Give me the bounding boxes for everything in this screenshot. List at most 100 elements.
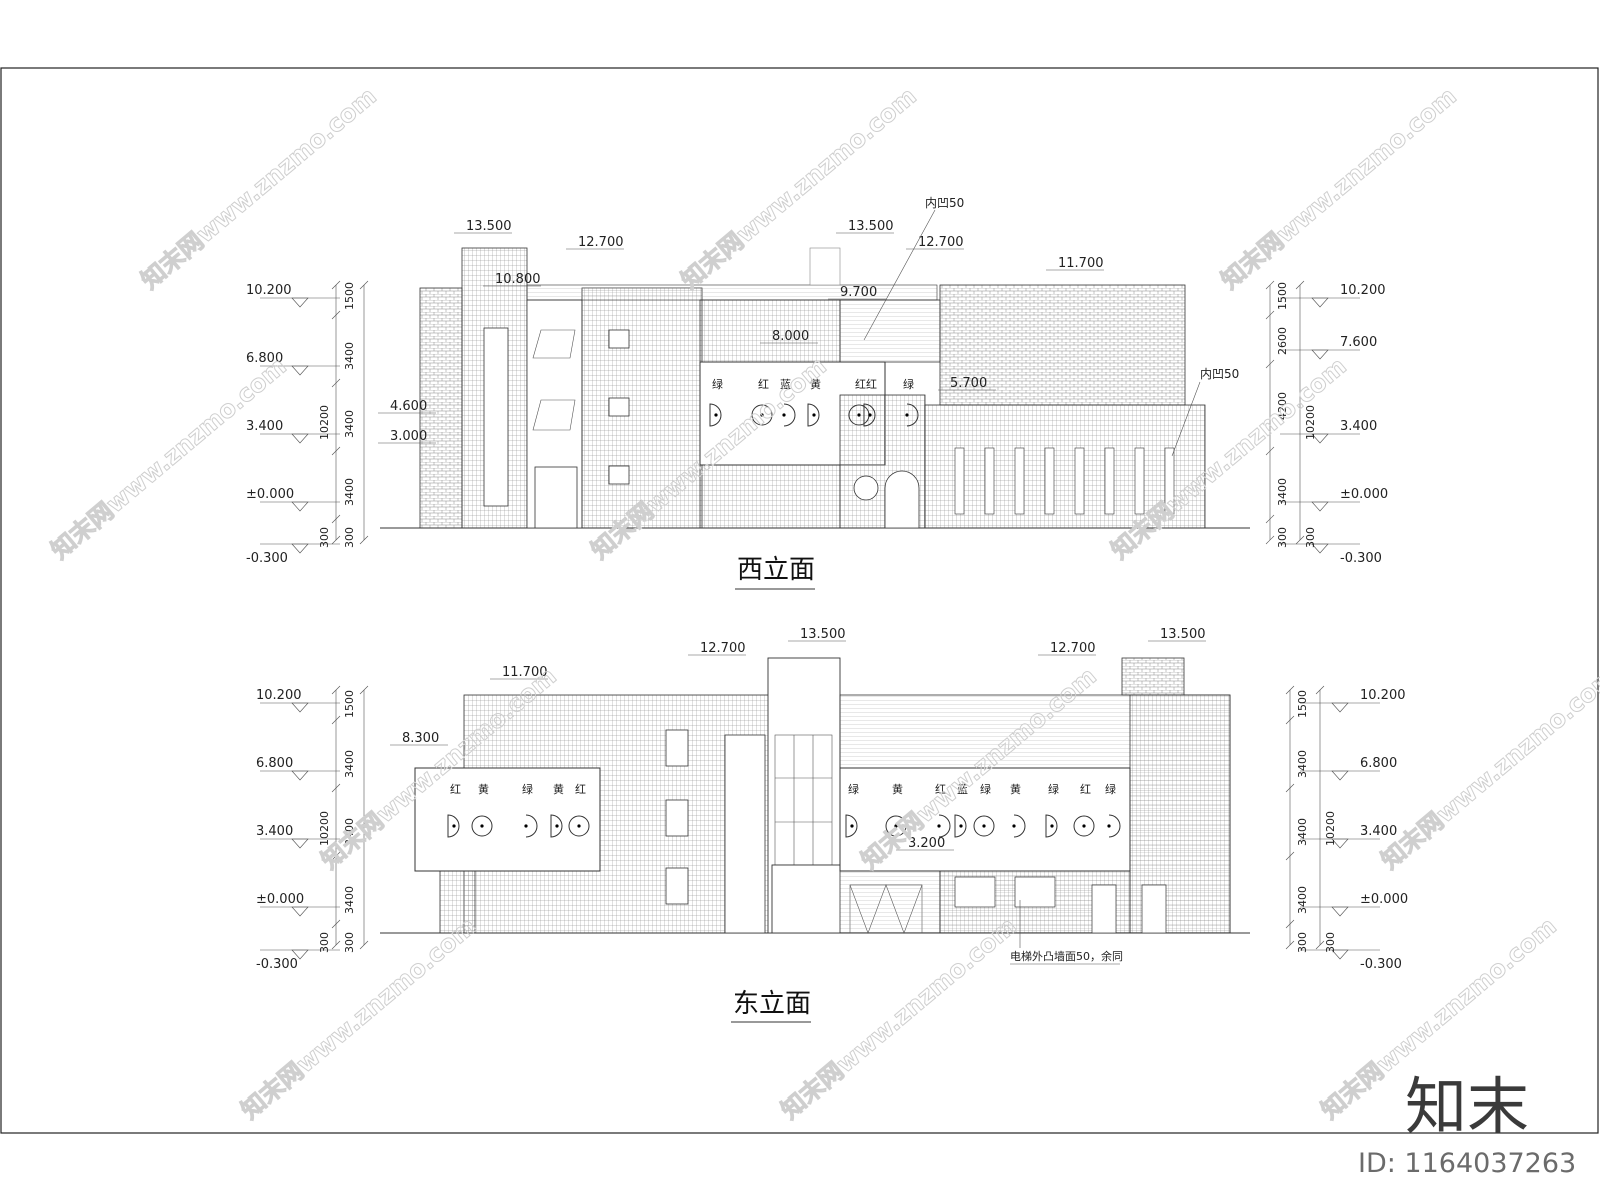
chimney-block (1121, 657, 1185, 696)
level-triangle (1311, 543, 1329, 554)
feature-dot (850, 824, 854, 828)
dimension-tick (359, 280, 369, 290)
level-triangle (291, 838, 309, 849)
dimension-tick (359, 685, 369, 695)
dimension-label: 300 (343, 527, 356, 548)
dimension-label: 300 (318, 527, 331, 548)
feature-dot (894, 824, 898, 828)
watermark-text: 知末网www.znzmo.com (46, 352, 292, 565)
dimension-tick (331, 446, 341, 456)
feature-window (471, 815, 493, 837)
dimension-label: 1500 (343, 690, 356, 718)
dimension-total: 10200 (318, 811, 331, 846)
arched-door (884, 470, 920, 529)
elevator-note: 电梯外凸墙面50，余同 (1010, 949, 1123, 963)
feature-dot (982, 824, 986, 828)
lower-windows-east (954, 876, 1167, 934)
dimension-tick (331, 715, 341, 725)
dimension-label: 1500 (1296, 690, 1309, 718)
level-triangle (291, 949, 309, 960)
elevation-mark: 8.300 (402, 731, 439, 746)
dimension-tick (331, 919, 341, 929)
feature-dot (480, 824, 484, 828)
brand-logo: 知末 (1405, 1070, 1529, 1143)
elevation-mark: 11.700 (502, 665, 548, 680)
west-elevation (380, 247, 1250, 529)
dimension-tick (331, 280, 341, 290)
level-label: 3.400 (246, 419, 283, 434)
level-label: 3.400 (1340, 419, 1377, 434)
dimension-label: 300 (1296, 932, 1309, 953)
elevation-mark: 12.700 (700, 641, 746, 656)
image-id-label: ID: 1164037263 (1358, 1148, 1576, 1179)
dimension-total: 10200 (1324, 811, 1337, 846)
dimension-label: 300 (1276, 527, 1289, 548)
color-label: 黄 (478, 782, 489, 796)
feature-dot (857, 413, 861, 417)
feature-window (447, 814, 460, 838)
balcony-rail-2 (532, 399, 576, 431)
dimension-tick (1285, 685, 1295, 695)
colonnade-west (924, 404, 1206, 529)
dimension-tick (331, 851, 341, 861)
note-leader (863, 209, 936, 341)
dimension-label: 3400 (343, 478, 356, 506)
feature-dot (1082, 824, 1086, 828)
upper-block-west (839, 299, 941, 363)
dimension-label: 300 (318, 932, 331, 953)
drawing-frame (0, 67, 1599, 1134)
dimension-tick (331, 310, 341, 320)
watermark-text: 知末网www.znzmo.com (676, 82, 922, 295)
feature-dot (905, 413, 909, 417)
watermark-text: 知末网www.znzmo.com (1376, 662, 1600, 875)
dimension-label: 3400 (343, 818, 356, 846)
level-triangle (1331, 949, 1349, 960)
small-windows-west (608, 329, 630, 485)
color-label: 黄 (892, 782, 903, 796)
color-label: 绿 (712, 377, 723, 391)
feature-window (568, 815, 590, 837)
color-label: 蓝 (780, 378, 791, 391)
east-elevation-title: 东立面 (733, 989, 811, 1019)
dimension-tick (1265, 280, 1275, 290)
level-label: ±0.000 (256, 892, 304, 907)
feature-dot (577, 824, 581, 828)
elevation-mark: 12.700 (918, 235, 964, 250)
watermark-text: 知末网www.znzmo.com (136, 82, 382, 295)
note-label: 内凹50 (1200, 367, 1239, 381)
level-label: 7.600 (1340, 335, 1377, 350)
feature-window (1013, 814, 1026, 838)
level-label: 3.400 (256, 824, 293, 839)
small-windows-east (665, 729, 689, 905)
dimension-tick (1285, 940, 1295, 950)
color-label: 黄 (553, 782, 564, 796)
level-triangle (291, 770, 309, 781)
level-label: 6.800 (1360, 756, 1397, 771)
elevation-mark: 13.500 (466, 219, 512, 234)
feature-dot (760, 413, 764, 417)
feature-dot (1107, 824, 1111, 828)
level-triangle (291, 433, 309, 444)
feature-window (1073, 815, 1095, 837)
round-window-west (853, 475, 879, 501)
dimension-tick (1265, 310, 1275, 320)
level-label: 10.200 (256, 688, 302, 703)
feature-window (525, 814, 538, 838)
level-label: 3.400 (1360, 824, 1397, 839)
note-leader (1171, 381, 1201, 457)
feature-window (783, 403, 796, 427)
color-label: 红 (866, 378, 877, 391)
feature-window (845, 814, 858, 838)
dimension-tick (331, 940, 341, 950)
color-label: 黄 (1010, 782, 1021, 796)
elevation-mark: 12.700 (578, 235, 624, 250)
level-triangle (291, 543, 309, 554)
dimension-tick (1295, 280, 1305, 290)
level-label: 6.800 (246, 351, 283, 366)
elevation-mark: 3.000 (390, 429, 427, 444)
elevation-mark: 13.500 (800, 627, 846, 642)
color-label: 蓝 (957, 783, 968, 796)
dimension-tick (1285, 919, 1295, 929)
dimension-tick (1265, 514, 1275, 524)
